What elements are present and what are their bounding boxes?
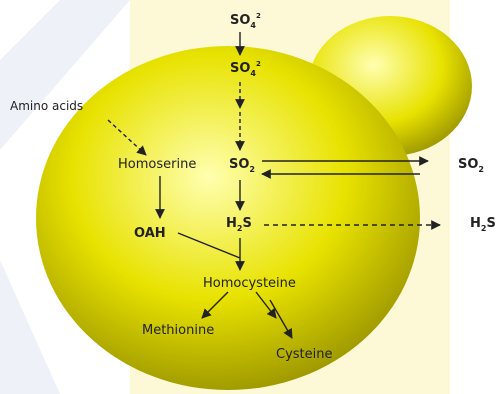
label-h2s-inner: H2S — [226, 216, 252, 233]
label-so4-inner: SO42 — [230, 60, 261, 78]
label-homoserine: Homoserine — [118, 157, 197, 172]
yeast-cell — [36, 46, 420, 390]
label-methionine: Methionine — [142, 323, 215, 338]
label-so2-inner: SO2 — [229, 157, 255, 174]
label-so2-outer: SO2 — [458, 157, 484, 174]
label-oah: OAH — [134, 226, 166, 241]
label-cysteine: Cysteine — [276, 347, 333, 362]
watermark-left — [0, 0, 130, 150]
arrow-to-cysteine-a — [255, 291, 277, 319]
arrow-to-cysteine-b — [269, 299, 293, 339]
arrow-oah-join — [177, 232, 241, 259]
label-h2s-outer: H2S — [470, 216, 496, 233]
label-so4-outer: SO42 — [230, 12, 261, 30]
arrow-amino-to-homoserine — [107, 119, 147, 156]
arrow-to-methionine — [201, 291, 229, 319]
label-amino-acids: Amino acids — [10, 99, 84, 113]
watermark-bottom — [0, 260, 60, 394]
label-homocysteine: Homocysteine — [203, 276, 296, 291]
